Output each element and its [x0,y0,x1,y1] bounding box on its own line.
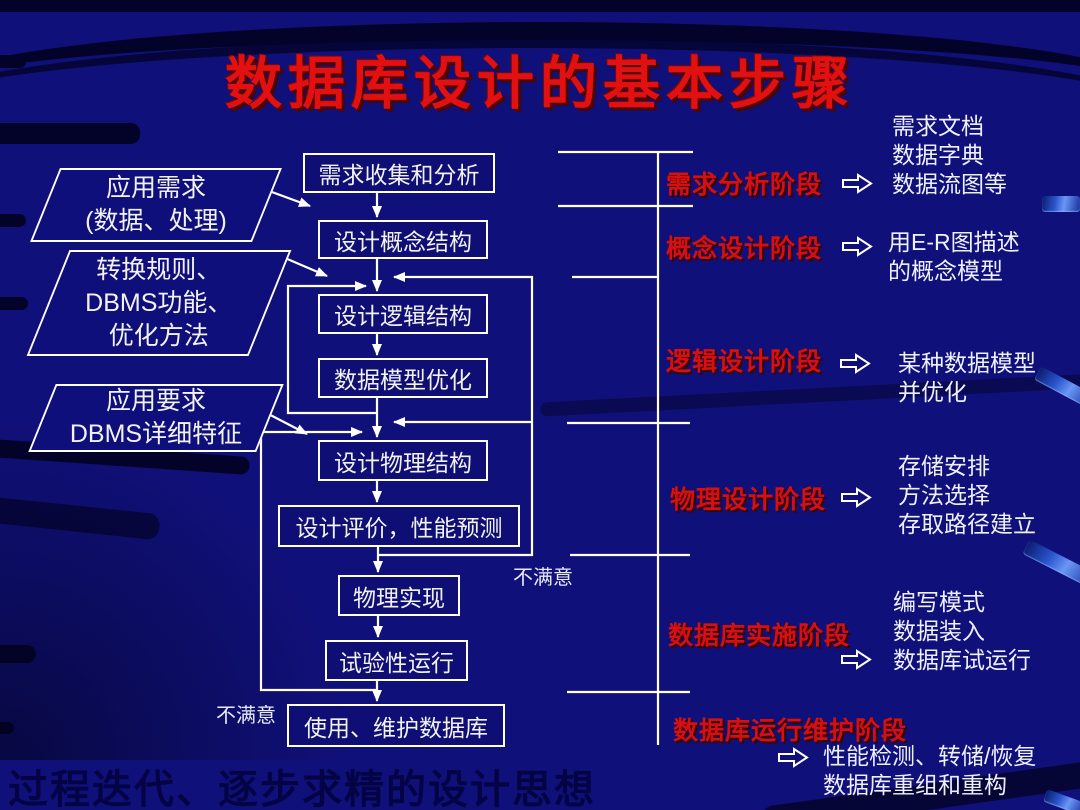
decorative-swoosh [0,38,1080,198]
decorative-gloss-bar [1042,196,1080,212]
stage-output-arrow-icon [841,488,871,507]
input-application-requirements: 应用需求 (数据、处理) [30,168,282,242]
stage-outputs-requirements-analysis: 需求文档 数据字典 数据流图等 [892,112,1007,199]
output-line: 数据库试运行 [893,647,1031,673]
decorative-swoosh [0,0,1080,12]
flow-box-physical-implementation: 物理实现 [338,575,460,616]
unsatisfied-label-right: 不满意 [513,567,573,589]
output-line: 需求文档 [892,113,984,139]
output-line: 的概念模型 [888,258,1003,284]
output-line: 存取路径建立 [898,511,1036,537]
output-line: 存储安排 [898,453,990,479]
stage-label-implementation: 数据库实施阶段 [668,622,851,650]
input-line: (数据、处理) [85,207,227,235]
flow-box-use-maintain: 使用、维护数据库 [287,704,505,747]
flow-box-physical-design: 设计物理结构 [318,440,488,481]
stage-outputs-conceptual-design: 用E-R图描述 的概念模型 [888,228,1020,286]
output-line: 编写模式 [893,589,985,615]
decorative-swoosh [0,214,26,227]
input-line: 应用要求 [105,387,206,415]
slide-title: 数据库设计的基本步骤 [225,52,855,116]
stage-label-requirements-analysis: 需求分析阶段 [666,171,823,199]
output-line: 用E-R图描述 [888,229,1020,255]
stage-output-arrow-icon [842,237,872,256]
output-line: 数据装入 [893,618,985,644]
decorative-gloss-bar [1043,789,1080,810]
flow-box-evaluation-prediction: 设计评价，性能预测 [278,505,520,547]
output-line: 数据流图等 [892,171,1007,197]
stage-output-arrow-icon [840,354,870,373]
flow-box-logical-design: 设计逻辑结构 [318,294,488,334]
output-line: 并优化 [898,379,967,405]
output-line: 数据库重组和重构 [823,772,1007,798]
input-line: 应用需求 [105,174,206,202]
stage-outputs-implementation: 编写模式 数据装入 数据库试运行 [893,588,1031,675]
stage-label-conceptual-design: 概念设计阶段 [666,235,823,263]
decorative-swoosh [0,123,140,144]
input-line: DBMS详细特征 [69,420,243,448]
stage-label-operation-maintenance: 数据库运行维护阶段 [673,717,908,745]
stage-outputs-logical-design: 某种数据模型 并优化 [898,349,1036,407]
stage-outputs-operation-maintenance: 性能检测、转储/恢复 数据库重组和重构 [823,742,1036,800]
stage-label-physical-design: 物理设计阶段 [670,486,827,514]
flow-box-conceptual-design: 设计概念结构 [318,220,488,259]
input-conversion-rules: 转换规则、 DBMS功能、 优化方法 [26,250,292,356]
output-line: 方法选择 [898,482,990,508]
stage-label-logical-design: 逻辑设计阶段 [666,348,823,376]
stage-output-arrow-icon [841,650,871,669]
input-line: 优化方法 [108,321,209,350]
output-line: 性能检测、转储/恢复 [823,743,1037,769]
decorative-swoosh [0,55,26,68]
stage-output-arrow-icon [778,748,808,767]
unsatisfied-label-left: 不满意 [216,705,276,727]
flow-box-trial-run: 试验性运行 [325,640,468,681]
output-line: 某种数据模型 [898,350,1036,376]
decorative-gloss-bar [1022,539,1080,589]
input-line: 转换规则、 [96,255,222,284]
flow-box-requirements-collection: 需求收集和分析 [303,153,495,193]
decorative-swoosh [0,297,28,310]
footer-caption: 过程迭代、逐步求精的设计思想 [8,768,596,810]
output-line: 数据字典 [892,142,984,168]
flow-box-model-optimization: 数据模型优化 [318,358,488,398]
input-line: DBMS功能、 [85,288,233,317]
stage-outputs-physical-design: 存储安排 方法选择 存取路径建立 [898,452,1036,539]
input-application-demands: 应用要求 DBMS详细特征 [28,384,284,452]
